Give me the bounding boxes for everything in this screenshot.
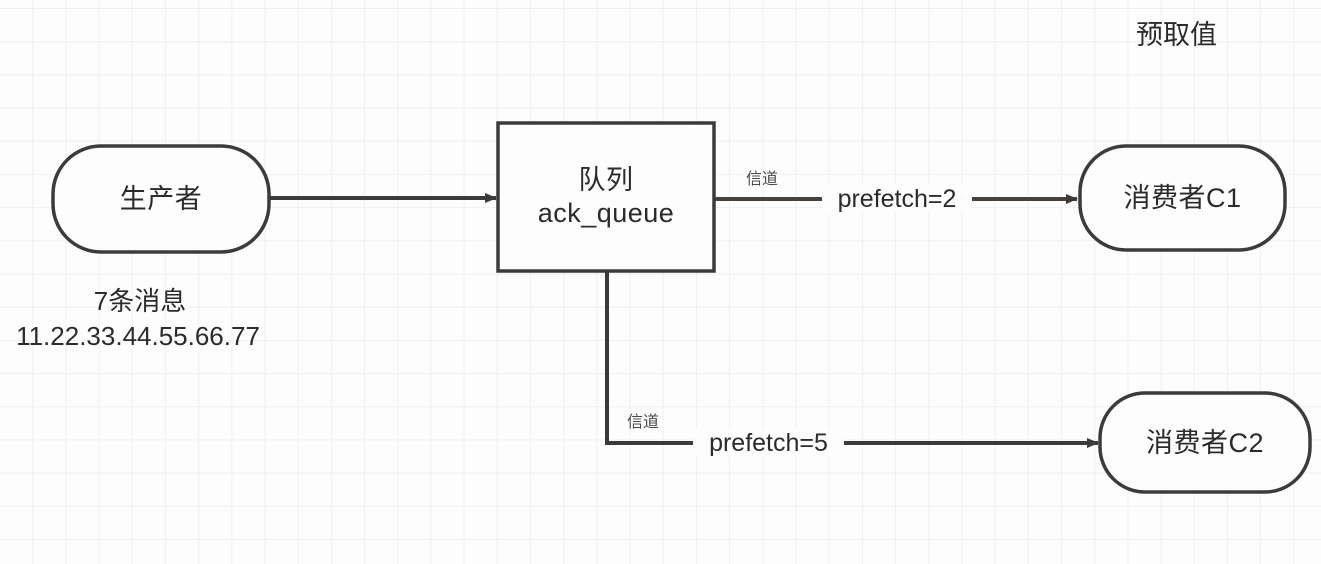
diagram-title: 预取值 [1136,20,1217,50]
node-consumer2-shape[interactable] [1098,391,1312,494]
node-queue-shape[interactable] [496,121,716,273]
node-consumer1-shape[interactable] [1078,144,1287,252]
edge-label-channel-c1: 信道 [746,171,779,188]
annotation-message-count: 7条消息 [93,286,187,316]
edge-label-prefetch-c1: prefetch=2 [822,185,972,213]
annotation-message-ids: 11.22.33.44.55.66.77 [16,321,260,351]
edge-queue-to-consumer2-seg1 [605,271,693,445]
node-producer-shape[interactable] [51,144,271,254]
edge-label-prefetch-c2: prefetch=5 [693,429,844,457]
edge-label-channel-c2: 信道 [627,414,660,431]
